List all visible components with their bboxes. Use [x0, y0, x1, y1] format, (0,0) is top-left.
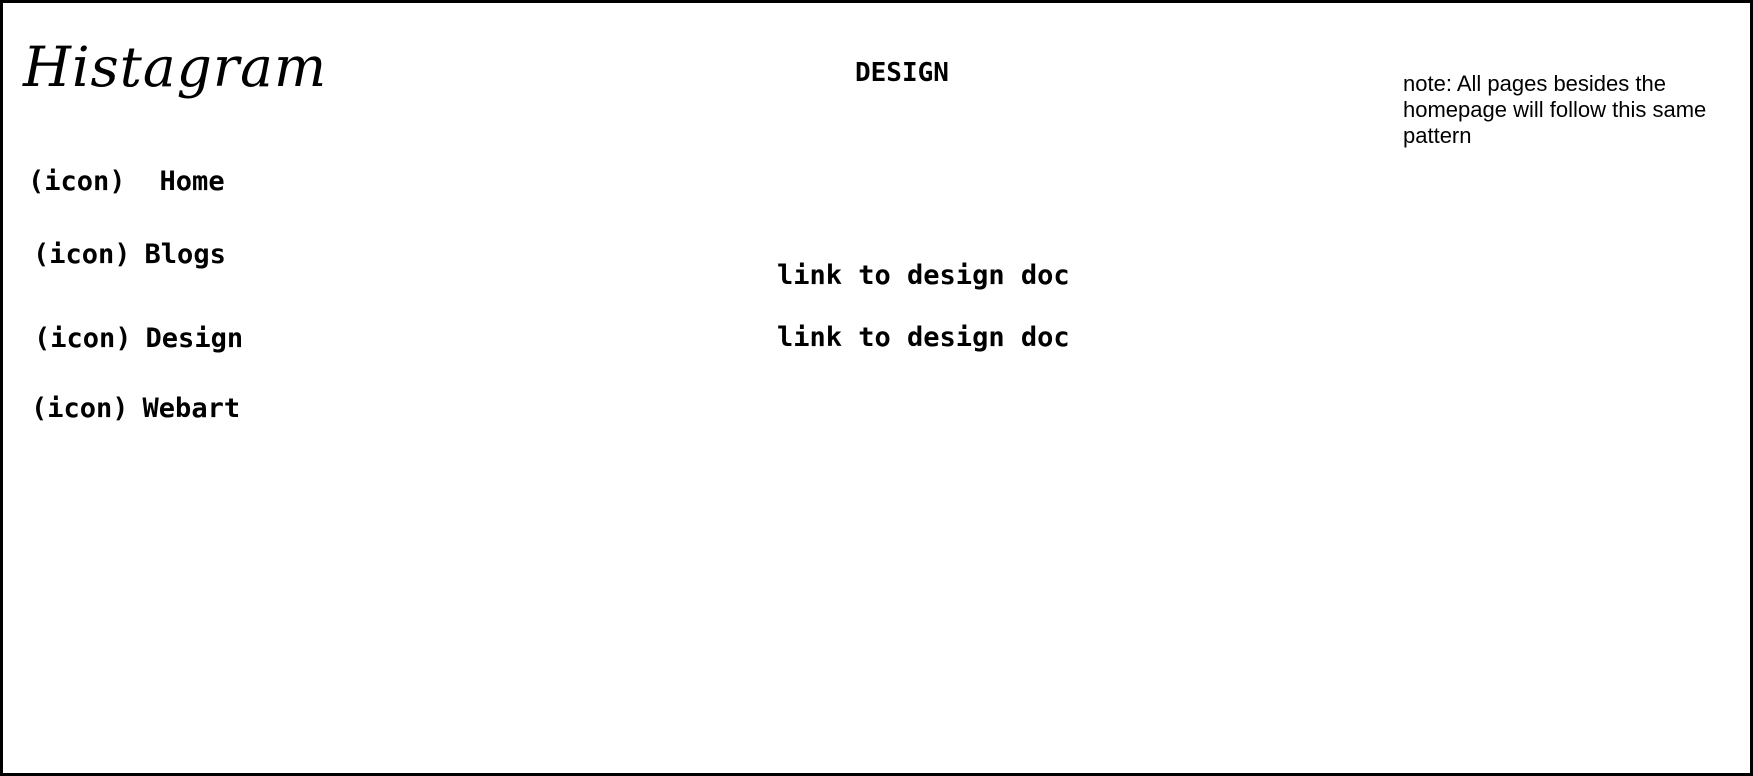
design-icon-placeholder: (icon) — [34, 323, 132, 354]
design-doc-link[interactable]: link to design doc — [777, 260, 1070, 291]
sidebar-item-webart[interactable]: (icon) Webart — [31, 393, 240, 424]
sidebar-item-label: Home — [159, 166, 225, 197]
sidebar-item-design[interactable]: (icon) Design — [34, 323, 243, 354]
sidebar-item-label: Blogs — [144, 239, 226, 270]
sidebar-item-home[interactable]: (icon) Home — [28, 166, 225, 197]
webart-icon-placeholder: (icon) — [31, 393, 129, 424]
sidebar-item-blogs[interactable]: (icon) Blogs — [33, 239, 226, 270]
sidebar-item-label: Design — [145, 323, 244, 354]
site-logo[interactable]: Histagram — [23, 35, 328, 99]
design-doc-link[interactable]: link to design doc — [777, 322, 1070, 353]
blogs-icon-placeholder: (icon) — [33, 239, 131, 270]
page-title: DESIGN — [855, 58, 949, 88]
design-note: note: All pages besides the homepage wil… — [1403, 71, 1707, 148]
sidebar-item-label: Webart — [142, 393, 241, 424]
home-icon-placeholder: (icon) — [28, 166, 126, 197]
